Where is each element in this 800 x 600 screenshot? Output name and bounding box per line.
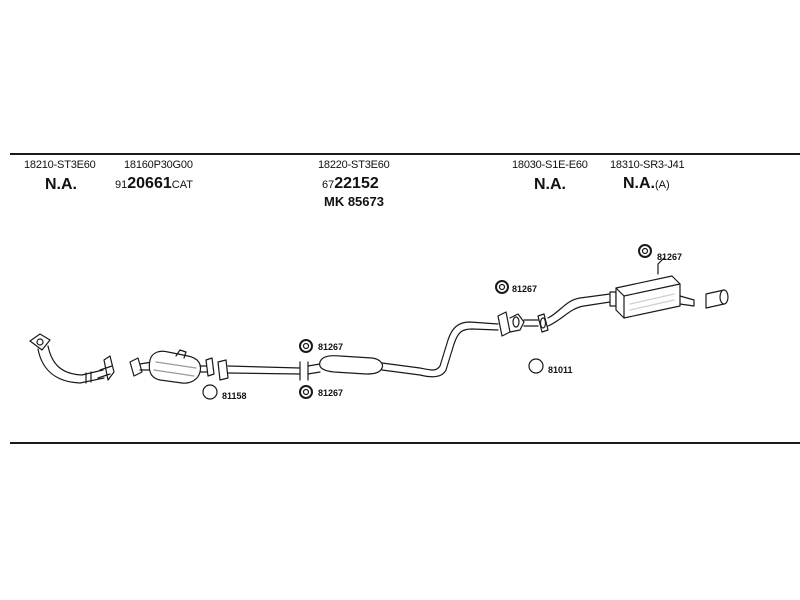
part-value-front-pipe: N.A. — [45, 176, 77, 193]
value-suffix: (A) — [655, 179, 670, 191]
part-extra-center-pipe: MK 85673 — [324, 194, 384, 209]
code-suffix: CAT — [171, 179, 193, 191]
center-pipe-drawing — [217, 321, 499, 381]
callout-hanger-4: 81267 — [657, 252, 683, 262]
gasket-ring-icon — [202, 384, 218, 400]
hanger-icon — [299, 339, 313, 353]
rear-muffler-drawing — [547, 257, 729, 327]
callout-rings — [202, 244, 652, 400]
value-main: N.A. — [623, 175, 655, 192]
callout-hanger-2: 81267 — [318, 388, 344, 398]
callout-gasket-2: 81158 — [222, 391, 247, 401]
catalytic-converter-drawing — [129, 349, 215, 384]
hanger-icon — [299, 385, 313, 399]
part-number-center-pipe: 18220-ST3E60 — [318, 159, 390, 171]
part-value-rear-muffler: N.A.(A) — [623, 176, 670, 192]
part-number-rear-muffler: 18310-SR3-J41 — [610, 159, 685, 171]
intermediate-pipe-drawing — [497, 311, 549, 337]
callout-hanger-1: 81267 — [318, 342, 344, 352]
callout-hanger-3: 81267 — [512, 284, 538, 294]
code-prefix: 67 — [322, 179, 335, 191]
code-main: 20661 — [127, 175, 172, 192]
gasket-ring-icon — [528, 358, 544, 374]
bottom-rule — [10, 442, 800, 444]
part-number-intermediate-pipe: 18030-S1E-E60 — [512, 159, 588, 171]
hanger-icon — [495, 280, 509, 294]
part-number-catalyst: 18160P30G00 — [124, 159, 193, 171]
part-number-front-pipe: 18210-ST3E60 — [24, 159, 96, 171]
hanger-icon — [638, 244, 652, 258]
part-code-center-pipe: 6722152 — [322, 176, 379, 192]
part-code-catalyst: 9120661CAT — [115, 176, 193, 192]
part-value-intermediate-pipe: N.A. — [534, 176, 566, 193]
front-pipe-drawing — [29, 333, 115, 384]
callout-gasket-1: 81011 — [548, 365, 573, 375]
code-prefix: 91 — [115, 179, 128, 191]
code-main: 22152 — [334, 175, 379, 192]
top-rule — [10, 153, 800, 155]
